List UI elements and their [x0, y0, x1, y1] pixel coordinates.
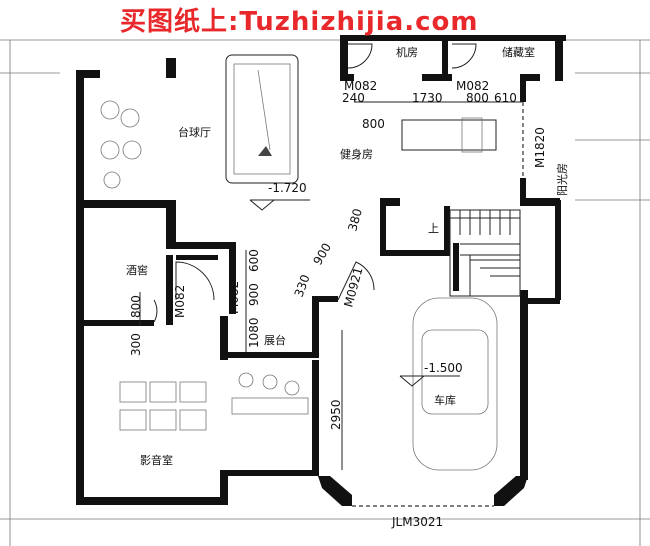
dim-1080: 1080 [247, 317, 261, 348]
door-machine-label: M082 [344, 79, 377, 93]
door-wine-label: M082 [173, 285, 187, 318]
dimension-lines [139, 101, 522, 470]
watermark-text: 买图纸上:Tuzhizhijia.com [120, 6, 479, 37]
billiard-seats [100, 100, 142, 189]
dim-1730: 1730 [412, 91, 443, 105]
stair-up-label: 上 [428, 222, 439, 235]
level-garage-label: -1.500 [424, 361, 463, 375]
room-garage-label: 车库 [434, 393, 456, 407]
car-outline [412, 297, 498, 471]
level-markers [249, 199, 460, 387]
theater-seats [119, 372, 309, 431]
room-machine-label: 机房 [396, 45, 418, 59]
room-theater-label: 影音室 [140, 453, 173, 467]
door-display-label: M082 [227, 281, 241, 314]
dim-800-top: 800 [466, 91, 489, 105]
dim-300: 300 [129, 333, 143, 356]
dim-800-wine: 800 [129, 295, 143, 318]
billiard-table [225, 54, 299, 184]
level-upper-label: -1.720 [268, 181, 307, 195]
staircase [449, 209, 521, 297]
dim-240: 240 [342, 91, 365, 105]
door-sunroom-label: M1820 [533, 127, 547, 168]
dim-900-v: 900 [247, 283, 261, 306]
dim-330: 330 [292, 273, 313, 299]
door-storage-label: M082 [456, 79, 489, 93]
dim-900: 900 [310, 241, 334, 268]
room-wine-label: 酒窖 [126, 263, 148, 277]
room-gym-label: 健身房 [340, 147, 373, 161]
dim-610: 610 [494, 91, 517, 105]
frame-lines [0, 39, 650, 546]
dim-600: 600 [247, 249, 261, 272]
room-billiard-label: 台球厅 [178, 125, 211, 139]
door-m0921-label: M0921 [341, 266, 365, 309]
walls [76, 35, 566, 506]
dim-2950: 2950 [329, 399, 343, 430]
dim-380: 380 [345, 207, 364, 233]
gym-equipment [401, 117, 497, 153]
room-display-label: 展台 [264, 333, 286, 347]
door-swings [153, 43, 477, 323]
room-storage-label: 储藏室 [502, 45, 535, 59]
door-garage-label: JLM3021 [391, 515, 443, 529]
room-sunroom-label: 阳光房 [555, 163, 569, 196]
dim-800-below: 800 [362, 117, 385, 131]
